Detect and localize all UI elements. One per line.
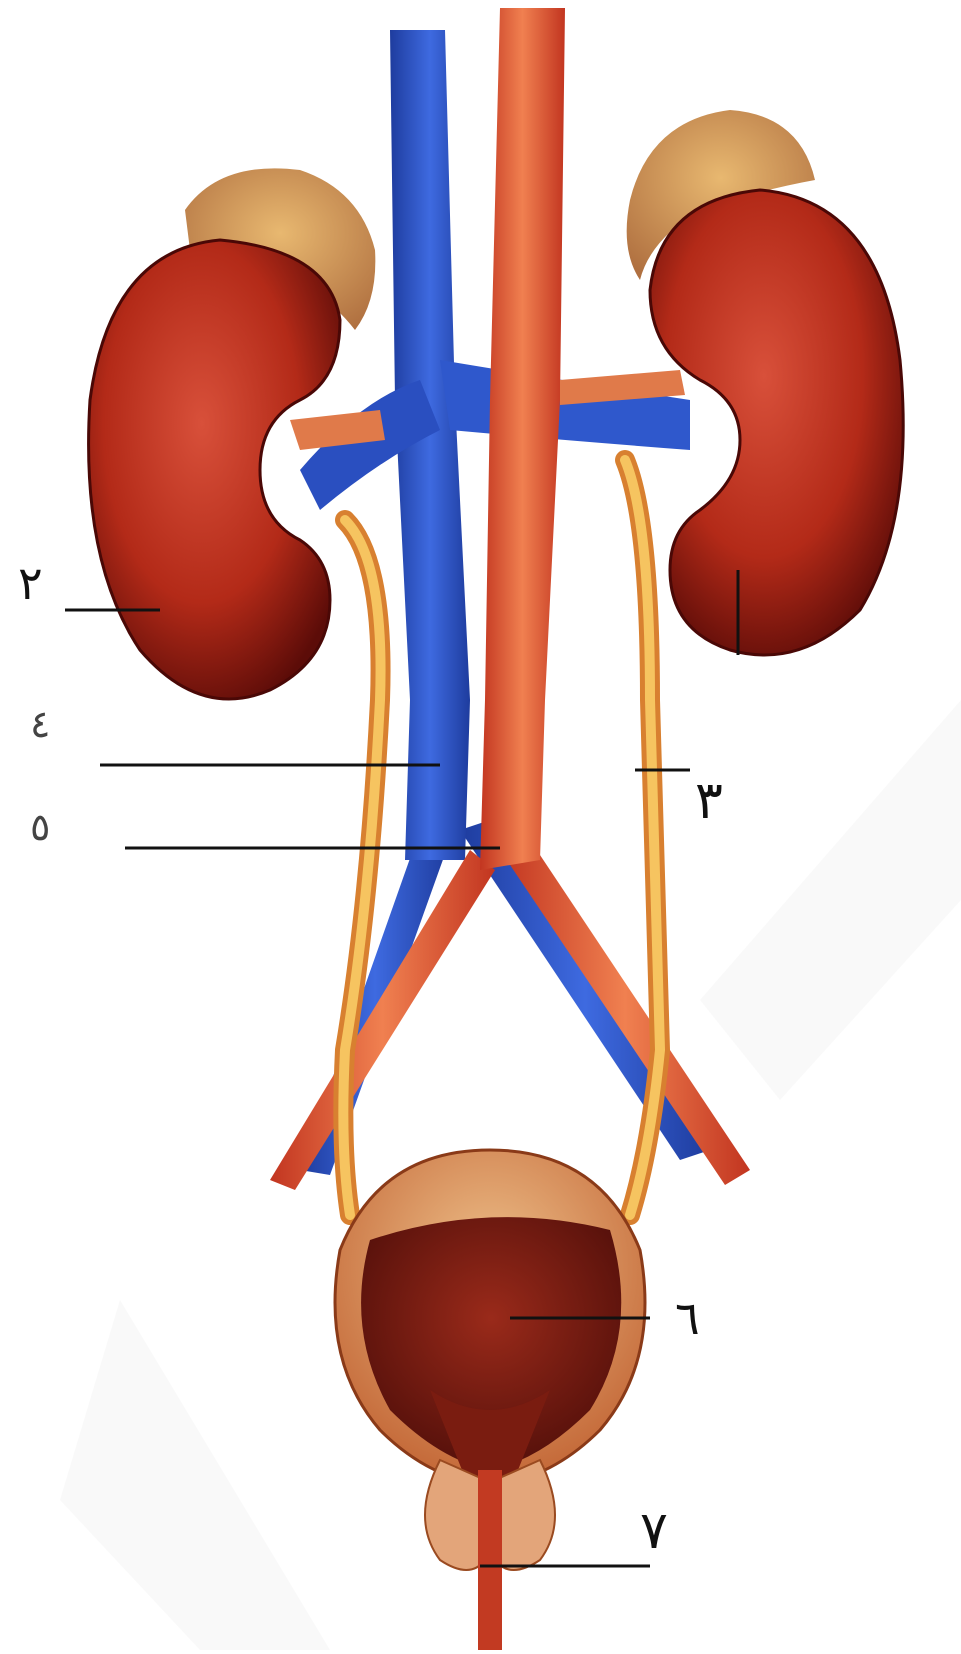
label-kidney: ٢ — [18, 560, 43, 606]
prostate — [425, 1460, 555, 1650]
label-aorta: ٥ — [30, 808, 50, 846]
label-ureter: ٣ — [695, 775, 723, 827]
label-vena-cava: ٤ — [30, 705, 50, 743]
bladder — [335, 1150, 645, 1490]
label-bladder: ٦ — [675, 1295, 700, 1341]
aorta-shape — [480, 8, 565, 870]
label-urethra: ٧ — [640, 1505, 668, 1557]
